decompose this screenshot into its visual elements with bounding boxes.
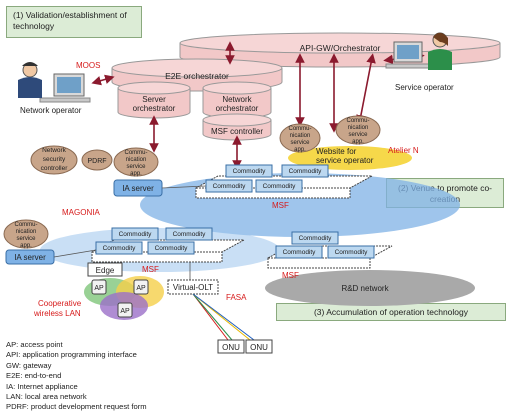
comm1-l3: service: [126, 164, 146, 170]
comm3-l4: app.: [352, 139, 364, 145]
msf-controller-label: MSF controller: [211, 127, 263, 136]
comm2-l1: Commu-: [288, 126, 311, 132]
switch-label: Commodity: [289, 168, 323, 175]
network-operator-figure: [18, 62, 91, 103]
rd-network-shape: [265, 270, 475, 306]
coop-wlan-label-1: Cooperative: [38, 299, 82, 308]
bubble-comm-app-1: Commu- nication service app.: [113, 147, 159, 177]
switch-label: Commodity: [335, 249, 369, 256]
msf-label-left: MSF: [142, 265, 159, 274]
service-operator-figure: [385, 32, 452, 70]
onu-1: ONU: [217, 339, 245, 354]
pdrf-label: PDRF: [87, 158, 106, 165]
bubble-comm-app-3: Commu- nication service app.: [335, 115, 381, 145]
website-label-2: service operator: [316, 156, 374, 165]
ap-3-label: AP: [120, 308, 130, 315]
comm4-l2: nication: [16, 229, 37, 235]
rd-network-label: R&D network: [341, 284, 389, 293]
legend-item: AP: access point: [6, 340, 63, 349]
server-orch-label-2: orchestrator: [133, 104, 176, 113]
legend-item: API: application programming interface: [6, 350, 137, 360]
fasa-label: FASA: [226, 293, 247, 302]
onu-fiber-lines: [192, 293, 255, 341]
switch-label: Commodity: [233, 168, 267, 175]
comm1-l4: app.: [130, 171, 142, 177]
ap-3: AP: [117, 302, 133, 318]
edge-node: Edge: [87, 262, 123, 277]
bubble-pdrf: PDRF: [81, 149, 113, 171]
network-orch-label-1: Network: [222, 95, 252, 104]
switch-label: Commodity: [173, 231, 207, 238]
legend-item: IA: Internet appliance: [6, 381, 78, 391]
server-orchestrator: Server orchestrator: [117, 81, 191, 119]
bubble-network-security: Network security controller: [30, 145, 78, 175]
ap-2-label: AP: [136, 285, 146, 292]
comm2-l4: app.: [294, 147, 306, 153]
msf-label-right: MSF: [282, 271, 299, 280]
switch-label: Commodity: [103, 245, 137, 252]
validation-box: (1) Validation/establishment of technolo…: [6, 6, 142, 38]
server-orch-label-1: Server: [142, 95, 166, 104]
nsc-label-1: Network: [42, 147, 67, 154]
accumulation-text: (3) Accumulation of operation technology: [313, 307, 469, 317]
magonia-label: MAGONIA: [62, 208, 100, 217]
onu-2-label: ONU: [250, 343, 268, 352]
comm3-l1: Commu-: [346, 118, 369, 124]
switch-group-top: Commodity Commodity Commodity Commodity: [205, 164, 329, 193]
ap-2: AP: [133, 279, 149, 295]
ia-server-left-label: IA server: [14, 253, 46, 262]
website-label-1: Website for: [316, 147, 357, 156]
switch-label: Commodity: [213, 183, 247, 190]
e2e-label: E2E orchestrator: [165, 71, 229, 81]
moos-label: MOOS: [76, 61, 100, 70]
comm4-l1: Commu-: [14, 222, 37, 228]
msf-label-top: MSF: [272, 201, 289, 210]
ap-1: AP: [91, 279, 107, 295]
msf-controller: MSF controller: [202, 113, 272, 141]
legend-item: PDRF: product development request form: [6, 402, 147, 412]
onu-1-label: ONU: [222, 343, 240, 352]
edge-label: Edge: [96, 266, 115, 275]
comm1-l2: nication: [126, 157, 147, 163]
comm1-l1: Commu-: [124, 150, 147, 156]
network-orchestrator: Network orchestrator: [202, 81, 272, 119]
onu-2: ONU: [245, 339, 273, 354]
virtual-olt: Virtual-OLT: [167, 279, 219, 295]
api-gw-label: API-GW/Orchestrator: [300, 43, 381, 53]
legend-item: GW: gateway: [6, 360, 52, 370]
comm2-l3: service: [290, 140, 310, 146]
comm4-l3: service: [16, 236, 36, 242]
ia-server-left: IA server: [5, 249, 55, 265]
comm3-l3: service: [348, 132, 368, 138]
switch-label: Commodity: [155, 245, 189, 252]
ap-1-label: AP: [94, 285, 104, 292]
coop-wlan-label-2: wireless LAN: [33, 309, 81, 318]
legend-item: E2E: end-to-end: [6, 371, 62, 381]
service-operator-label: Service operator: [395, 83, 454, 92]
bubble-comm-app-2: Commu- nication service app.: [279, 123, 321, 153]
atelier-highlight: [288, 146, 412, 170]
switch-label: Commodity: [263, 183, 297, 190]
ia-server-top-label: IA server: [122, 184, 154, 193]
nsc-label-3: controller: [41, 165, 69, 172]
switch-group-right: Commodity Commodity Commodity: [275, 231, 375, 259]
virtual-olt-label: Virtual-OLT: [173, 283, 213, 292]
validation-text: (1) Validation/establishment of technolo…: [13, 10, 127, 31]
legend-item: LAN: local area network: [6, 392, 87, 402]
comm3-l2: nication: [348, 125, 369, 131]
switch-label: Commodity: [119, 231, 153, 238]
network-orch-label-2: orchestrator: [216, 104, 259, 113]
nsc-label-2: security: [43, 156, 66, 163]
comm2-l2: nication: [290, 133, 311, 139]
switch-label: Commodity: [299, 235, 333, 242]
switch-label: Commodity: [283, 249, 317, 256]
switch-group-left: Commodity Commodity Commodity Commodity: [95, 227, 213, 255]
abbreviation-legend: AP: access point API: application progra…: [6, 340, 147, 413]
bubble-comm-app-4: Commu- nication service app.: [3, 219, 49, 249]
network-operator-label: Network operator: [20, 106, 82, 115]
ia-server-top: IA server: [113, 179, 163, 197]
comm4-l4: app.: [20, 243, 32, 249]
atelier-label: Atelier N: [388, 146, 419, 155]
